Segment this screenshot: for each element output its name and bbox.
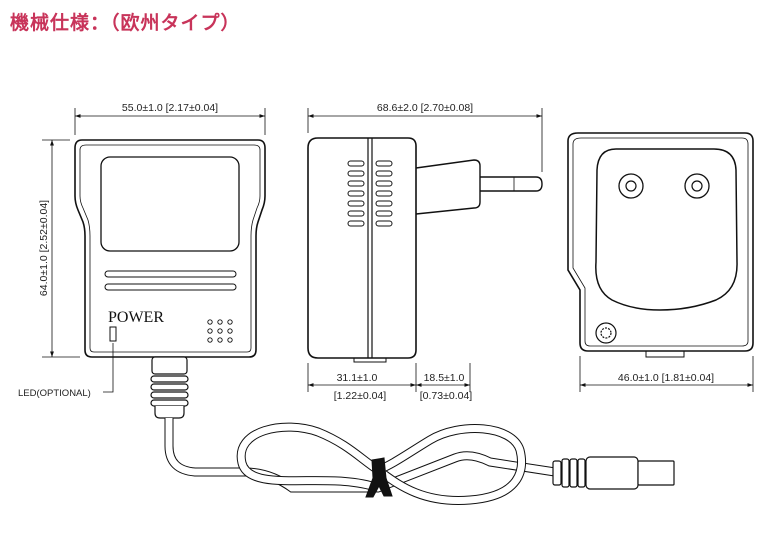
side-view: 68.6±2.0 [2.70±0.08] 31.1±1.0 [1.22±0.04… bbox=[307, 102, 543, 402]
dc-plug bbox=[552, 456, 675, 490]
side-body-dim-in: [1.22±0.04] bbox=[334, 390, 387, 402]
vent-holes bbox=[207, 319, 233, 343]
side-overall-dim: 68.6±2.0 [2.70±0.08] bbox=[377, 102, 473, 114]
strain-relief bbox=[150, 356, 189, 419]
front-groove-lower bbox=[104, 283, 237, 291]
led-indicator bbox=[109, 326, 117, 342]
led-callout: LED(OPTIONAL) bbox=[18, 388, 91, 399]
back-width-dim: 46.0±1.0 [1.81±0.04] bbox=[618, 372, 714, 384]
cable-tie bbox=[365, 457, 393, 498]
plug-base bbox=[415, 159, 481, 215]
power-cable bbox=[164, 418, 556, 505]
front-housing-outline bbox=[74, 139, 266, 358]
back-foot bbox=[645, 350, 685, 358]
front-groove-upper bbox=[104, 270, 237, 278]
back-housing-outline bbox=[567, 132, 754, 352]
power-label: POWER bbox=[108, 309, 164, 326]
spec-title: 機械仕様：（欧州タイプ） bbox=[10, 12, 241, 34]
side-plug-dim-mm: 18.5±1.0 bbox=[424, 372, 465, 384]
side-foot bbox=[353, 357, 387, 363]
side-housing-outline bbox=[307, 137, 417, 359]
led-leader-line bbox=[103, 343, 114, 393]
front-label-window bbox=[100, 156, 240, 252]
plug-pin bbox=[480, 176, 543, 192]
front-view: POWER 55.0±1.0 [2.17±0.04] bbox=[18, 102, 266, 419]
side-vent-slots bbox=[347, 160, 393, 227]
front-width-dim: 55.0±1.0 [2.17±0.04] bbox=[122, 102, 218, 114]
back-view: 46.0±1.0 [1.81±0.04] bbox=[567, 132, 754, 392]
screw-icon bbox=[595, 322, 617, 344]
plug-pin-sockets bbox=[618, 173, 710, 199]
plug-face bbox=[595, 148, 738, 311]
front-height-dim: 64.0±1.0 [2.52±0.04] bbox=[38, 200, 50, 296]
back-inner-outline bbox=[572, 137, 749, 347]
front-inner-outline bbox=[79, 144, 261, 353]
side-body-dim-mm: 31.1±1.0 bbox=[337, 372, 378, 384]
side-plug-dim-in: [0.73±0.04] bbox=[420, 390, 473, 402]
